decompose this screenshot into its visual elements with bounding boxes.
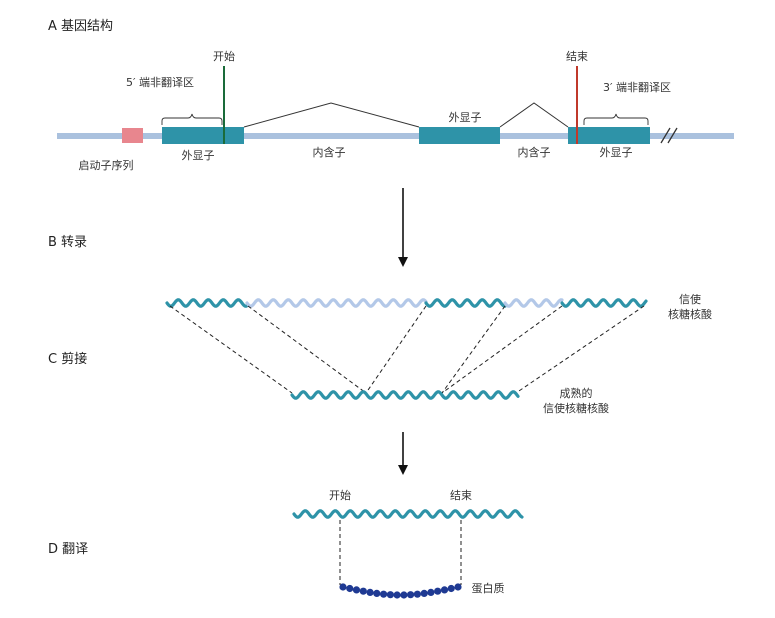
amino-acid-bead <box>427 588 435 597</box>
intron-2-label: 内含子 <box>518 145 551 159</box>
amino-acid-bead <box>420 589 428 598</box>
exon-2-label: 外显子 <box>449 111 482 124</box>
pre-mrna-exon-2 <box>424 298 507 308</box>
translation-start-label: 开始 <box>329 488 351 502</box>
amino-acid-bead <box>434 587 442 595</box>
amino-acid-bead <box>380 590 388 598</box>
exon-2-box <box>419 127 500 144</box>
section-b-title: B 转录 <box>48 235 87 250</box>
translation-mrna-strand <box>292 509 524 519</box>
exon-3-box <box>568 127 650 144</box>
amino-acid-bead <box>440 586 449 594</box>
intron-2-connector <box>499 102 569 128</box>
utr3-label: 3′ 端非翻译区 <box>603 80 671 94</box>
promoter-box <box>122 128 143 143</box>
section-a-title: A 基因结构 <box>48 19 113 34</box>
section-d-title: D 翻译 <box>48 542 88 557</box>
protein-chain <box>339 583 462 599</box>
splicing-guide-lines <box>169 305 645 394</box>
amino-acid-bead <box>339 583 347 591</box>
amino-acid-bead <box>359 587 367 595</box>
stop-label: 结束 <box>566 50 588 63</box>
mrna-label-line1: 信使 <box>679 293 701 306</box>
splice-line-1 <box>169 305 293 394</box>
splice-line-6 <box>515 305 645 394</box>
exon-3-label: 外显子 <box>600 146 633 159</box>
utr3-brace <box>583 113 649 125</box>
utr5-brace <box>161 113 223 125</box>
amino-acid-bead <box>386 591 394 599</box>
amino-acid-bead <box>393 591 401 599</box>
intron-1-label: 内含子 <box>313 145 346 159</box>
splice-line-4 <box>441 305 506 394</box>
section-c-title: C 剪接 <box>48 351 87 367</box>
splice-line-3 <box>365 305 427 394</box>
amino-acid-bead <box>400 591 408 599</box>
amino-acid-bead <box>346 584 354 593</box>
amino-acid-bead <box>373 589 381 598</box>
strand-break-mark-1 <box>660 127 671 144</box>
mature-mrna <box>290 390 520 400</box>
promoter-label: 启动子序列 <box>79 158 134 172</box>
mrna-label-line2: 核糖核酸 <box>668 307 712 321</box>
intron-1-connector <box>243 102 420 128</box>
utr5-label: 5′ 端非翻译区 <box>126 75 194 89</box>
protein-label: 蛋白质 <box>472 581 505 595</box>
translation-mrna <box>292 509 524 519</box>
pre-mrna-intron-1 <box>245 298 428 308</box>
pre-mrna-exon-3 <box>560 298 648 308</box>
pre-mrna-transcript <box>165 298 648 308</box>
amino-acid-bead <box>413 590 421 598</box>
amino-acid-bead <box>447 584 455 593</box>
amino-acid-bead <box>352 586 361 594</box>
splice-line-5 <box>441 305 563 394</box>
exon-1-label: 外显子 <box>182 149 215 162</box>
pre-mrna-intron-2 <box>503 298 564 308</box>
mature-label-line1: 成熟的 <box>560 386 593 400</box>
mature-label-line2: 信使核糖核酸 <box>543 401 609 415</box>
amino-acid-bead <box>366 588 374 597</box>
amino-acid-bead <box>454 583 462 591</box>
mature-mrna-strand <box>290 390 520 400</box>
strand-break-mark-2 <box>667 127 678 144</box>
amino-acid-bead <box>407 591 415 599</box>
translation-stop-label: 结束 <box>450 489 472 502</box>
exon-1-box <box>162 127 244 144</box>
start-label: 开始 <box>213 49 235 63</box>
pre-mrna-exon-1 <box>165 298 249 308</box>
splice-line-2 <box>247 305 367 394</box>
